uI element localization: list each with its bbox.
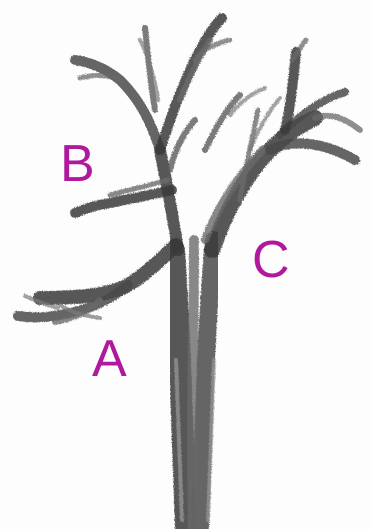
label-a: A xyxy=(92,333,127,385)
label-c: C xyxy=(252,234,290,286)
branch-c xyxy=(205,40,360,250)
label-b: B xyxy=(60,138,95,190)
branch-top xyxy=(75,18,265,250)
trunk xyxy=(174,240,214,529)
branch-a xyxy=(18,245,176,322)
